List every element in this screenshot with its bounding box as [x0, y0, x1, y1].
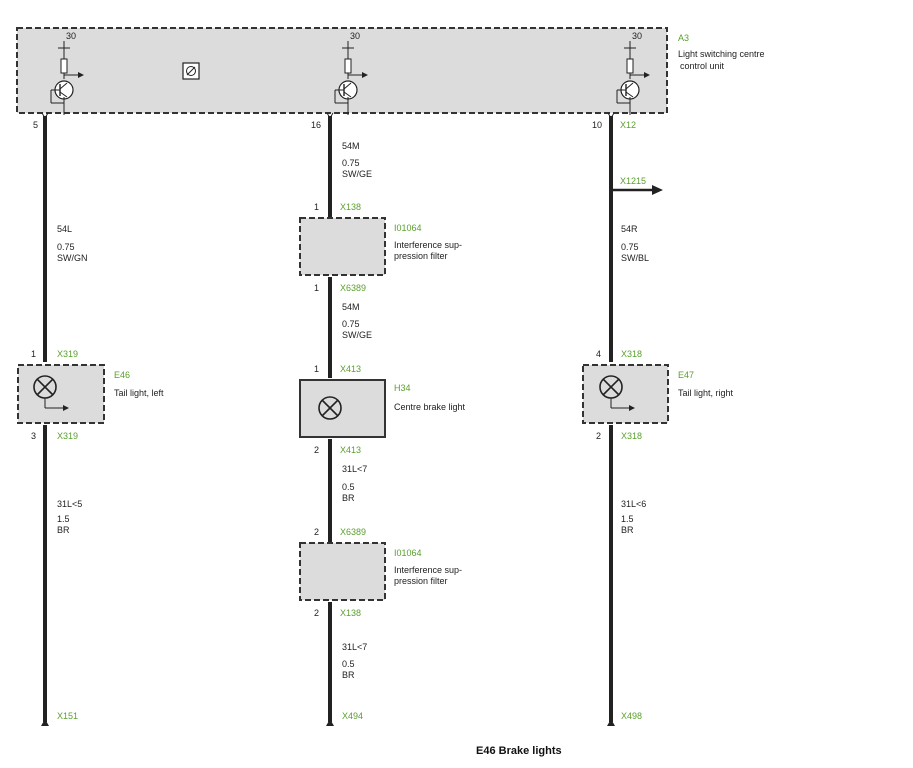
wire-54m-lower-size: 0.75	[342, 319, 360, 329]
filter2-id: I01064	[394, 548, 422, 558]
filter2-pin-out: 2	[314, 608, 319, 618]
supply-label-left: 30	[66, 31, 76, 41]
ground-x151: X151	[57, 711, 78, 721]
control-unit-pin-center: 16	[311, 120, 321, 130]
e46-id: E46	[114, 370, 130, 380]
control-unit-pin-left: 5	[33, 120, 38, 130]
wire-54m-lower-color: SW/GE	[342, 330, 372, 340]
e46-tail-light-left-box	[17, 364, 105, 424]
h34-centre-brake-light-box	[299, 379, 386, 438]
h34-pin-out: 2	[314, 445, 319, 455]
e47-name: Tail light, right	[678, 388, 734, 398]
filter2-name-line1: Interference sup-	[394, 565, 462, 575]
diagram-caption: E46 Brake lights	[476, 745, 562, 757]
h34-connector-out: X413	[340, 445, 361, 455]
wire-54m-upper-color: SW/GE	[342, 169, 372, 179]
ground-x494-icon	[326, 719, 334, 726]
filter1-interference-suppression-box	[299, 217, 386, 276]
wire-54r-color: SW/BL	[621, 253, 649, 263]
control-unit-id: A3	[678, 33, 689, 43]
h34-id: H34	[394, 383, 411, 393]
wire-54r-code: 54R	[621, 224, 638, 234]
wire-31l5-code: 31L<5	[57, 499, 82, 509]
filter1-name-line1: Interference sup-	[394, 240, 462, 250]
filter2-connector-out: X138	[340, 608, 361, 618]
branch-x1215: X1215	[620, 176, 646, 186]
wire-54m-upper-code: 54M	[342, 141, 360, 151]
filter1-name-line2: pression filter	[394, 251, 448, 261]
e47-connector-in: X318	[621, 349, 642, 359]
wire-31l6-size: 1.5	[621, 514, 634, 524]
e47-tail-light-right-box	[582, 364, 669, 424]
control-unit-pin-right: 10	[592, 120, 602, 130]
filter2-connector-in: X6389	[340, 527, 366, 537]
control-unit-box	[16, 27, 668, 114]
ground-x498: X498	[621, 711, 642, 721]
ground-x151-icon	[41, 719, 49, 726]
wire-31l6-code: 31L<6	[621, 499, 646, 509]
wire-31l6-color: BR	[621, 525, 634, 535]
filter1-connector-in: X138	[340, 202, 361, 212]
e47-connector-out: X318	[621, 431, 642, 441]
control-unit-name-line1: Light switching centre	[678, 49, 765, 59]
control-unit-connector-right: X12	[620, 120, 636, 130]
filter2-pin-in: 2	[314, 527, 319, 537]
h34-name: Centre brake light	[394, 402, 466, 412]
wire-31l7-upper-color: BR	[342, 493, 355, 503]
filter1-connector-out: X6389	[340, 283, 366, 293]
wire-31l7-lower-size: 0.5	[342, 659, 355, 669]
e46-connector-out: X319	[57, 431, 78, 441]
control-unit-diagnostic-icon	[182, 62, 200, 80]
e46-output-arrow	[44, 398, 69, 411]
supply-label-right: 30	[632, 31, 642, 41]
e47-output-arrow	[610, 398, 635, 411]
wire-31l7-lower-color: BR	[342, 670, 355, 680]
supply-label-center: 30	[350, 31, 360, 41]
e47-pin-in: 4	[596, 349, 601, 359]
wire-31l7-lower-code: 31L<7	[342, 642, 367, 652]
wire-31l7-upper-size: 0.5	[342, 482, 355, 492]
e46-name: Tail light, left	[114, 388, 164, 398]
h34-pin-in: 1	[314, 364, 319, 374]
ground-x494: X494	[342, 711, 363, 721]
e46-pin-out: 3	[31, 431, 36, 441]
e46-pin-in: 1	[31, 349, 36, 359]
filter1-pin-out: 1	[314, 283, 319, 293]
e47-pin-out: 2	[596, 431, 601, 441]
wire-54l-code: 54L	[57, 224, 72, 234]
h34-connector-in: X413	[340, 364, 361, 374]
filter2-interference-suppression-box	[299, 542, 386, 601]
wire-54m-lower-code: 54M	[342, 302, 360, 312]
filter1-pin-in: 1	[314, 202, 319, 212]
wire-31l7-upper-code: 31L<7	[342, 464, 367, 474]
wire-31l5-size: 1.5	[57, 514, 70, 524]
control-unit-name-line2: control unit	[680, 61, 725, 71]
e47-id: E47	[678, 370, 694, 380]
branch-x1215-arrow	[611, 185, 663, 195]
wire-54r-size: 0.75	[621, 242, 639, 252]
ground-x498-icon	[607, 719, 615, 726]
filter2-name-line2: pression filter	[394, 576, 448, 586]
wire-31l5-color: BR	[57, 525, 70, 535]
e46-connector-in: X319	[57, 349, 78, 359]
wire-54l-color: SW/GN	[57, 253, 88, 263]
filter1-id: I01064	[394, 223, 422, 233]
wire-54m-upper-size: 0.75	[342, 158, 360, 168]
wire-54l-size: 0.75	[57, 242, 75, 252]
